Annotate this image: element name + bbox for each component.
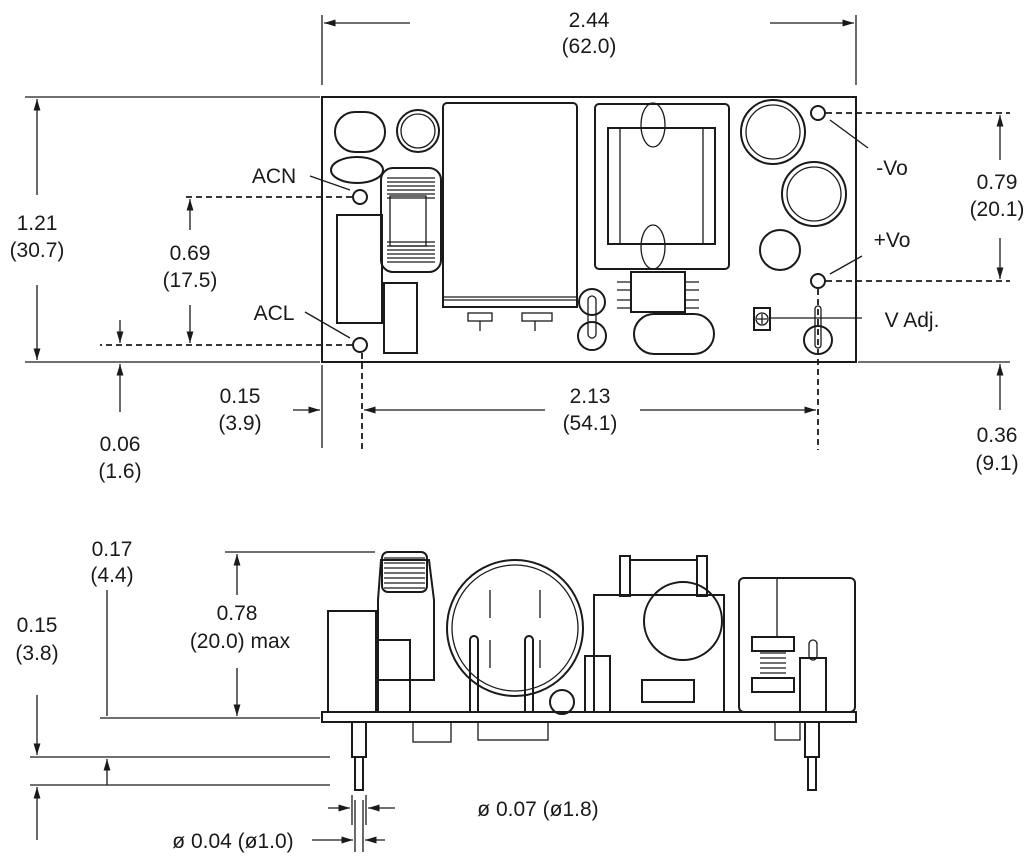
bulk-capacitor-side — [446, 559, 584, 697]
acl-in: 0.06 — [100, 433, 141, 456]
transformer-side — [593, 594, 725, 713]
dimension-pos-vo: +Vo 0.36 (9.1) — [829, 229, 1019, 475]
dimension-pcb-gap: 0.17 (4.4) — [30, 538, 330, 786]
acn-pin — [352, 189, 368, 205]
neg-vo-in: 0.79 — [977, 171, 1018, 194]
component-block — [336, 214, 383, 324]
acl-label: ACL — [254, 302, 295, 325]
acn-in: 0.69 — [170, 242, 211, 265]
acl-pin — [352, 337, 368, 353]
capacitor-round — [740, 99, 806, 165]
acn-label: ACN — [252, 165, 296, 188]
v-adj-callout: V Adj. — [770, 309, 939, 332]
dc-pin-side — [804, 721, 820, 758]
dimension-pin-span: 2.13 (54.1) — [364, 385, 816, 435]
pcb-gap-mm: (4.4) — [90, 564, 133, 587]
max-height-in: 0.78 — [217, 602, 258, 625]
side-view — [321, 551, 857, 791]
pin-length-mm: (3.8) — [15, 642, 58, 665]
ac-pin-side — [351, 721, 367, 758]
optocoupler — [630, 271, 686, 313]
acn-mm: (17.5) — [163, 269, 218, 292]
dimension-pin-length: 0.15 (3.8) — [15, 614, 59, 840]
pos-vo-pin — [810, 273, 826, 289]
pcb-gap-in: 0.17 — [92, 538, 133, 561]
dimension-acl: ACL 0.06 (1.6) — [98, 302, 351, 483]
pos-vo-mm: (9.1) — [975, 452, 1018, 475]
width-mm: (62.0) — [562, 35, 617, 58]
v-adj-label: V Adj. — [885, 309, 940, 332]
pcb-side — [321, 711, 857, 723]
dimension-acn: ACN 0.69 (17.5) — [163, 165, 351, 343]
neg-vo-label: -Vo — [876, 157, 908, 180]
height-mm: (30.7) — [10, 239, 65, 262]
pcb-outline-top — [321, 96, 857, 363]
component-oval-2 — [330, 156, 384, 184]
dimension-width: 2.44 (62.0) — [321, 9, 857, 85]
dimension-pin-diameter: ø 0.07 (ø1.8) ø 0.04 (ø1.0) — [172, 795, 599, 853]
coil-windings — [387, 177, 435, 263]
bulk-capacitor — [442, 102, 578, 308]
top-view — [100, 96, 1010, 450]
height-in: 1.21 — [17, 212, 58, 235]
pos-vo-in: 0.36 — [977, 424, 1018, 447]
neg-vo-mm: (20.1) — [970, 198, 1025, 221]
dimension-neg-vo: -Vo 0.79 (20.1) — [829, 115, 1025, 279]
capacitor-side — [738, 577, 856, 713]
component-oval — [334, 111, 386, 153]
left-offset-mm: (3.9) — [218, 412, 261, 435]
component-block-2 — [383, 282, 418, 354]
transformer — [594, 103, 730, 270]
pin-dia-outer: ø 0.07 (ø1.8) — [477, 798, 598, 821]
pos-vo-label: +Vo — [874, 229, 911, 252]
pin-length-in: 0.15 — [17, 614, 58, 637]
left-offset-in: 0.15 — [220, 385, 261, 408]
max-height-mm: (20.0) max — [190, 630, 291, 653]
acl-mm: (1.6) — [98, 460, 141, 483]
neg-vo-pin — [810, 105, 826, 121]
dimension-left-offset: 0.15 (3.9) — [218, 365, 323, 448]
width-in: 2.44 — [569, 9, 610, 32]
pin-span-in: 2.13 — [570, 385, 611, 408]
pin-span-mm: (54.1) — [563, 412, 618, 435]
dimension-max-height: 0.78 (20.0) max — [100, 551, 375, 719]
dimension-height: 1.21 (30.7) — [10, 96, 320, 363]
pin-dia-inner: ø 0.04 (ø1.0) — [172, 830, 293, 853]
v-adj-trimmer — [753, 307, 771, 331]
crystal — [633, 313, 715, 355]
